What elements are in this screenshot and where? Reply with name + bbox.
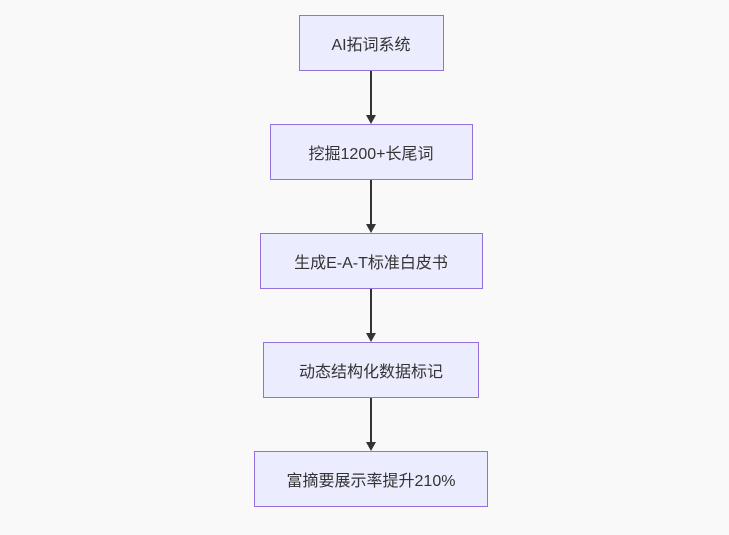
flow-node-longtail-mining: 挖掘1200+长尾词 [269, 124, 473, 180]
flowchart-column: AI拓词系统 挖掘1200+长尾词 生成E-A-T标准白皮书 动态结构化数据标记… [254, 15, 488, 507]
arrow-line [370, 180, 372, 224]
flow-arrow-4 [366, 398, 376, 451]
flow-arrow-1 [366, 71, 376, 124]
flow-node-eat-whitepaper: 生成E-A-T标准白皮书 [259, 233, 483, 289]
flow-node-ai-keyword-system: AI拓词系统 [298, 15, 444, 71]
flow-arrow-2 [366, 180, 376, 233]
arrowhead-down-icon [366, 115, 376, 124]
flow-node-structured-data-markup: 动态结构化数据标记 [263, 342, 479, 398]
arrowhead-down-icon [366, 333, 376, 342]
flow-arrow-3 [366, 289, 376, 342]
flow-node-rich-snippet-result: 富摘要展示率提升210% [254, 451, 488, 507]
arrowhead-down-icon [366, 442, 376, 451]
arrow-line [370, 398, 372, 442]
arrow-line [370, 71, 372, 115]
arrowhead-down-icon [366, 224, 376, 233]
arrow-line [370, 289, 372, 333]
